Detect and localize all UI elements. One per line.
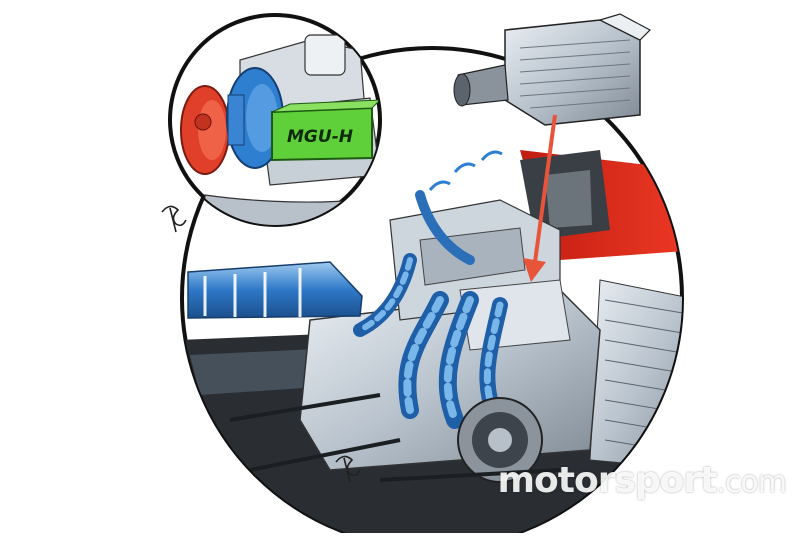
mgu-h-inset: MGU-H xyxy=(168,13,382,227)
watermark-tld: .com xyxy=(716,465,787,500)
mgu-h-unit: MGU-H xyxy=(271,99,380,162)
watermark-brand: motorsport xyxy=(497,460,718,501)
signature-mark xyxy=(161,205,187,233)
intake-pipe xyxy=(187,261,363,319)
arrow-pointer xyxy=(523,114,557,282)
turbine xyxy=(180,85,230,175)
compressor xyxy=(226,67,284,169)
exhaust-headers xyxy=(353,190,508,429)
signature-mark-bottom xyxy=(335,455,361,483)
motorsport-watermark: motorsport.com xyxy=(497,460,787,501)
intercooler-part xyxy=(453,13,651,126)
mgu-h-label: MGU-H xyxy=(287,127,353,147)
